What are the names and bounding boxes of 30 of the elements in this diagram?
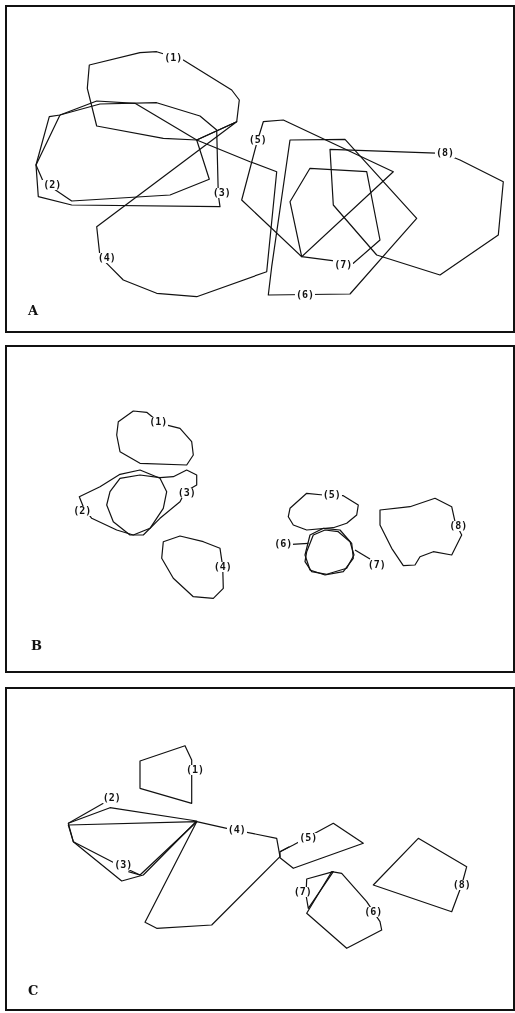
outline-label: (3) xyxy=(176,488,197,499)
outline-label: (7) xyxy=(333,260,354,270)
outline-label: (2) xyxy=(101,793,122,804)
panel-frame xyxy=(5,345,515,673)
outline-label: (5) xyxy=(321,490,342,500)
panel-letter: B xyxy=(31,639,42,652)
outline-label: (7) xyxy=(366,560,387,570)
outline-label: (8) xyxy=(434,148,456,159)
outline-label: (1) xyxy=(148,417,169,428)
outline-label: (4) xyxy=(212,561,233,572)
outline-label: (6) xyxy=(363,907,384,918)
outline-label: (4) xyxy=(226,825,247,835)
outline-label: (2) xyxy=(42,180,63,190)
outline-label: (5) xyxy=(298,832,319,843)
outline-label: (6) xyxy=(294,290,316,300)
outline-label: (5) xyxy=(247,135,268,145)
outline-label: (1) xyxy=(163,53,184,64)
outline-label: (3) xyxy=(113,860,134,870)
outline-label: (6) xyxy=(273,539,294,550)
outline-label: (2) xyxy=(72,505,93,516)
outline-label: (7) xyxy=(292,886,313,897)
outline-label: (8) xyxy=(448,520,469,531)
outline-label: (8) xyxy=(451,880,472,890)
outline-label: (1) xyxy=(184,765,206,775)
outline-label: (4) xyxy=(96,253,117,264)
panel-frame xyxy=(5,5,515,333)
panel-letter: A xyxy=(28,304,39,317)
panel-letter: C xyxy=(28,984,39,997)
outline-label: (3) xyxy=(211,187,232,198)
panel-frame xyxy=(5,687,515,1011)
